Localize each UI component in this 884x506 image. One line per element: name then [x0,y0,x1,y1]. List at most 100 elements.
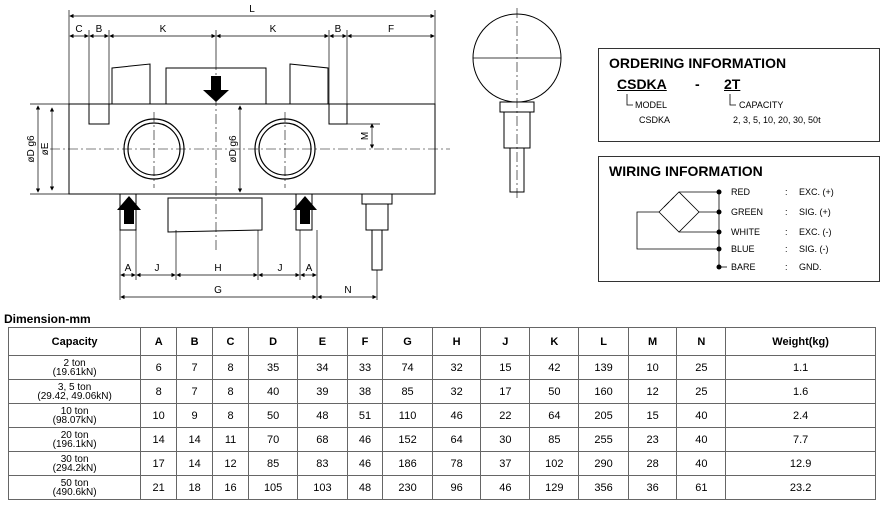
value-cell: 1.6 [725,379,876,404]
capacity-ton: 30 ton [60,453,89,465]
value-cell: 68 [297,427,348,452]
capacity-ton: 3, 5 ton [57,381,92,393]
wire-signal: EXC. (+) [799,187,834,197]
value-cell: 36 [627,475,678,500]
header-cell: N [676,327,727,356]
value-cell: 83 [297,451,348,476]
wire-row: BLUE : SIG. (-) [599,243,881,255]
capacity-ton: 2 ton [63,357,86,369]
value-cell: 64 [431,427,482,452]
wire-sep: : [785,227,788,237]
wiring-title: WIRING INFORMATION [609,163,763,179]
capacity-cell: 50 ton(490.6kN) [7,475,142,500]
value-cell: 15 [627,403,678,428]
value-cell: 85 [382,379,433,404]
value-cell: 14 [140,427,178,452]
value-cell: 18 [176,475,214,500]
label-B2: B [335,24,342,35]
capacity-kn: (19.61kN) [52,366,97,378]
ordering-title: ORDERING INFORMATION [609,55,787,71]
value-cell: 356 [578,475,629,500]
wire-color: GREEN [731,207,764,217]
value-cell: 160 [578,379,629,404]
capacity-kn: (294.2kN) [52,462,97,474]
value-cell: 42 [529,355,580,380]
value-cell: 37 [480,451,531,476]
value-cell: 12 [212,451,249,476]
capacity-cell: 3, 5 ton(29.42, 49.06kN) [7,379,142,404]
value-cell: 40 [676,403,727,428]
wire-sep: : [785,244,788,254]
label-J-right: J [278,263,283,274]
value-cell: 74 [382,355,433,380]
capacity-kn: (196.1kN) [52,438,97,450]
wire-row: WHITE : EXC. (-) [599,226,881,238]
value-cell: 8 [140,379,178,404]
wire-row: RED : EXC. (+) [599,186,881,198]
value-cell: 17 [140,451,178,476]
capacity-kn: (29.42, 49.06kN) [37,390,112,402]
value-cell: 7 [176,379,214,404]
value-cell: 30 [480,427,531,452]
capacity-kn: (490.6kN) [52,486,97,498]
value-cell: 129 [529,475,580,500]
value-cell: 25 [676,379,727,404]
label-M: M [360,132,371,140]
header-cell: B [176,327,214,356]
label-A-right: A [306,263,313,274]
header-cell: M [627,327,678,356]
wheatstone-bridge-diagram [636,189,727,270]
value-cell: 139 [578,355,629,380]
header-cell: Weight(kg) [725,327,876,356]
value-cell: 6 [140,355,178,380]
value-cell: 102 [529,451,580,476]
label-H: H [214,263,221,274]
value-cell: 85 [247,451,299,476]
value-cell: 39 [297,379,348,404]
value-cell: 12.9 [725,451,876,476]
label-J-left: J [155,263,160,274]
label-E: øE [40,142,51,155]
value-cell: 205 [578,403,629,428]
wire-sep: : [785,207,788,217]
model-value: CSDKA [639,115,671,125]
table-header-row: Capacity A B C D E F G H J K L M N Weigh… [7,327,876,356]
value-cell: 46 [346,427,384,452]
value-cell: 40 [676,451,727,476]
value-cell: 23 [627,427,678,452]
value-cell: 17 [480,379,531,404]
value-cell: 50 [247,403,299,428]
value-cell: 96 [431,475,482,500]
header-cell: C [212,327,249,356]
value-cell: 10 [627,355,678,380]
value-cell: 40 [676,427,727,452]
header-cell: H [431,327,482,356]
value-cell: 9 [176,403,214,428]
value-cell: 46 [346,451,384,476]
value-cell: 64 [529,403,580,428]
header-cell: A [140,327,178,356]
capacity-ton: 20 ton [60,429,89,441]
load-cell-drawing: L C B K K B F [26,4,562,300]
dimension-table: Capacity A B C D E F G H J K L M N Weigh… [7,327,876,500]
value-cell: 186 [382,451,433,476]
wire-color: BLUE [731,244,755,254]
label-C: C [75,24,82,35]
value-cell: 61 [676,475,727,500]
capacity-values: 2, 3, 5, 10, 20, 30, 50t [733,115,821,125]
header-cell: G [382,327,433,356]
wire-signal: EXC. (-) [799,227,832,237]
wire-color: WHITE [731,227,760,237]
value-cell: 50 [529,379,580,404]
value-cell: 2.4 [725,403,876,428]
value-cell: 23.2 [725,475,876,500]
value-cell: 15 [480,355,531,380]
value-cell: 48 [297,403,348,428]
label-L: L [249,4,255,15]
wire-signal: SIG. (+) [799,207,831,217]
value-cell: 38 [346,379,384,404]
value-cell: 103 [297,475,348,500]
force-arrow-down [203,76,229,102]
